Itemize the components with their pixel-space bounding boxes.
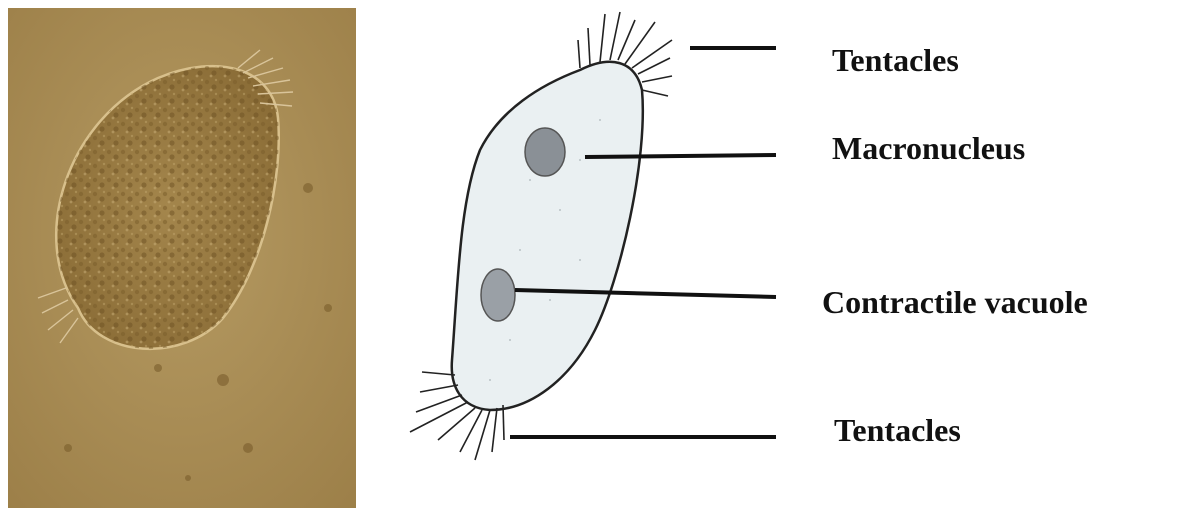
macronucleus-shape	[525, 128, 565, 176]
contractile-vacuole-shape	[481, 269, 515, 321]
label-contractile-vacuole: Contractile vacuole	[822, 286, 1088, 318]
label-macronucleus: Macronucleus	[832, 132, 1025, 164]
drawing-cell-body	[452, 62, 643, 410]
label-tentacles-top: Tentacles	[832, 44, 959, 76]
label-tentacles-bottom: Tentacles	[834, 414, 961, 446]
labeled-drawing	[380, 0, 1198, 508]
micrograph-photo	[8, 8, 356, 508]
leader-line-macronucleus	[585, 155, 776, 157]
